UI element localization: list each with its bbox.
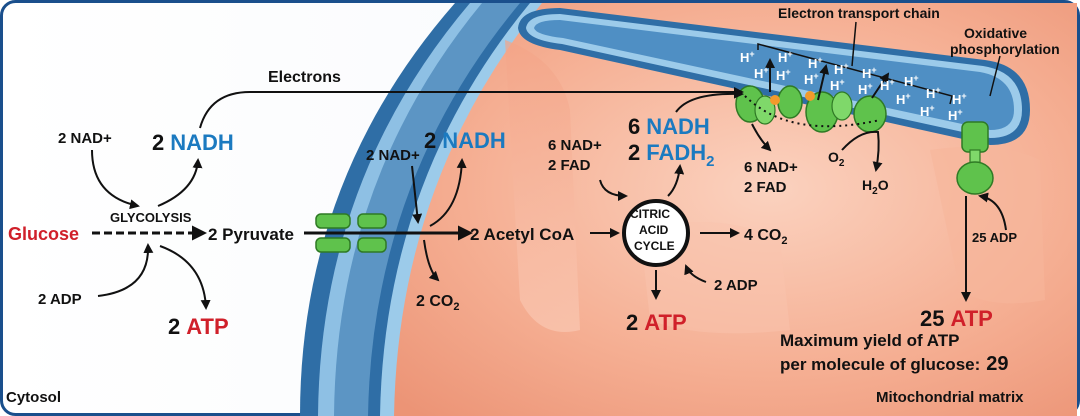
arrow-adp-to-cycle: [684, 264, 707, 283]
arrow-glycolysis-to-atp: [159, 245, 211, 310]
o2-label: O2: [828, 149, 845, 169]
cycle-co2-label: 4 CO2: [744, 227, 787, 247]
hplus-ion: H+: [904, 73, 919, 89]
pyr-nad-label: 2 NAD+: [366, 147, 420, 164]
atp-synthase: [956, 121, 994, 195]
arrows: [91, 58, 1007, 310]
etc-label: Electron transport chain: [778, 5, 940, 21]
yield-line2: per molecule of glucose:29: [780, 353, 1009, 375]
arrow-adp-to-synthase: [978, 192, 1007, 231]
crista-lumen: [534, 20, 1014, 130]
glycolysis-label: GLYCOLYSIS: [110, 210, 192, 225]
hplus-ion: H+: [862, 65, 877, 81]
glyc-nad-label: 2 NAD+: [58, 130, 112, 147]
cycle-label-line3: CYCLE: [634, 239, 675, 253]
hplus-ion: H+: [880, 77, 895, 93]
cycle-fad-label: 2 FAD: [548, 157, 591, 174]
oxphos-adp-label: 25 ADP: [972, 230, 1017, 245]
hplus-ion: H+: [948, 107, 963, 123]
cycle-label-line2: ACID: [639, 223, 669, 237]
pyruvate-transporter: [315, 213, 387, 253]
arrow-pyr-to-nadh: [429, 158, 467, 227]
hplus-ion: H+: [952, 91, 967, 107]
arrow-nadh-to-etc: [675, 88, 744, 113]
citric-acid-cycle-ring: [622, 199, 690, 267]
arrow-o2-to-h2o: [841, 130, 883, 172]
arrow-etc-to-nad: [751, 123, 772, 152]
glyc-adp-label: 2 ADP: [38, 291, 82, 308]
hplus-ion: H+: [808, 55, 823, 71]
cycle-label-line1: CITRIC: [630, 207, 670, 221]
arrow-hplus-2: [817, 64, 830, 101]
cycle-nad-label: 6 NAD+: [548, 137, 602, 154]
electrons-label: Electrons: [268, 69, 341, 86]
hplus-ion: H+: [896, 91, 911, 107]
arrow-electrons: [199, 87, 744, 129]
h2o-label: H2O: [862, 177, 889, 197]
hplus-ion: H+: [804, 71, 819, 87]
hplus-ion: H+: [754, 65, 769, 81]
hplus-ion: H+: [778, 49, 793, 65]
hplus-bracket: [757, 43, 953, 105]
hplus-ion: H+: [776, 67, 791, 83]
matrix-label: Mitochondrial matrix: [876, 389, 1024, 406]
acetyl-coa-label: 2 Acetyl CoA: [470, 225, 574, 244]
pyr-co2-label: 2 CO2: [416, 293, 459, 313]
arrow-nad-fad-to-cycle: [599, 179, 628, 201]
arrow-nad-pyr: [411, 165, 423, 224]
hplus-ions: H+H+H+H+H+H+H+H+H+H+H+H+H+H+H+H+H+: [740, 49, 967, 123]
crista-ridge-1: [505, 40, 580, 332]
hplus-ion: H+: [740, 49, 755, 65]
hplus-ion: H+: [920, 103, 935, 119]
oxphos-label-line2: phosphorylation: [950, 41, 1060, 57]
hplus-ion: H+: [834, 61, 849, 77]
etc-fad-label: 2 FAD: [744, 179, 787, 196]
hplus-ion: H+: [858, 81, 873, 97]
arrow-pyr-to-co2: [423, 239, 440, 282]
arrow-glycolysis-to-nadh: [157, 158, 203, 207]
hplus-ion: H+: [926, 85, 941, 101]
cytosol-label: Cytosol: [6, 389, 61, 406]
oxphos-leader-line: [989, 55, 1001, 97]
glucose-label: Glucose: [8, 224, 79, 244]
text-labels: Cytosol Mitochondrial matrix Electrons E…: [6, 5, 1060, 406]
hplus-ion: H+: [830, 77, 845, 93]
cycle-adp-label: 2 ADP: [714, 277, 758, 294]
etc-nad-label: 6 NAD+: [744, 159, 798, 176]
etc-leader-line: [851, 21, 857, 67]
pyruvate-label: 2 Pyruvate: [208, 225, 294, 244]
arrow-adp-to-glycolysis: [97, 243, 154, 297]
oxphos-label-line1: Oxidative: [964, 25, 1027, 41]
arrow-nad-to-glycolysis: [91, 149, 140, 210]
arrow-cycle-to-nadh: [667, 164, 685, 197]
yield-line1: Maximum yield of ATP: [780, 331, 959, 350]
